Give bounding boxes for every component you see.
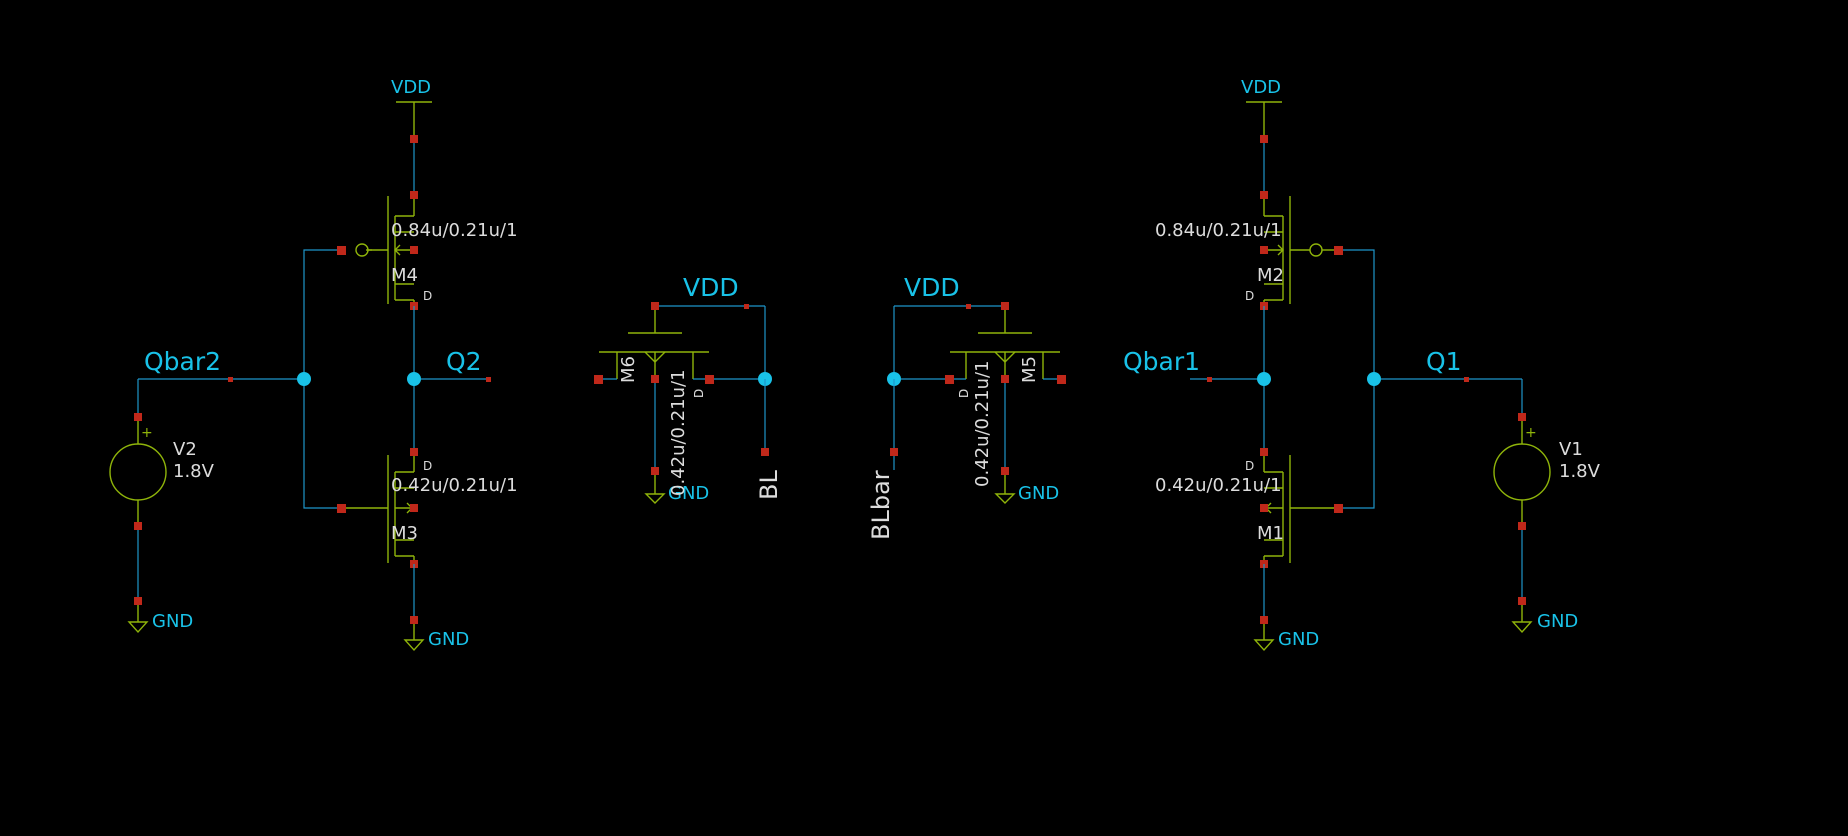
pin	[486, 377, 491, 382]
pin	[1464, 377, 1469, 382]
net-label-q1: Q1	[1426, 347, 1462, 376]
v2-name: V2	[173, 439, 197, 460]
junction	[297, 372, 311, 386]
vdd-label-m5: VDD	[904, 273, 960, 302]
inverter-left: VDD 0.84u/0.21u/1 M4 D	[138, 77, 518, 652]
junction	[407, 372, 421, 386]
m1-size: 0.42u/0.21u/1	[1155, 475, 1282, 496]
pin	[744, 304, 749, 309]
pin	[134, 597, 142, 605]
m4-name: M4	[391, 265, 418, 286]
pin	[410, 135, 418, 143]
pin	[651, 302, 659, 310]
pin	[705, 375, 714, 384]
gnd-label-m6: GND	[668, 483, 709, 504]
m6-drain-mark: D	[692, 389, 706, 398]
voltage-source-v2[interactable]: + V2 1.8V GND	[109, 379, 215, 634]
m1-drain-mark: D	[1245, 459, 1254, 473]
junction	[1367, 372, 1381, 386]
pin	[1260, 246, 1268, 254]
pin	[410, 616, 418, 624]
m3-size: 0.42u/0.21u/1	[391, 475, 518, 496]
gnd-label-v1: GND	[1537, 611, 1578, 632]
pin	[1334, 504, 1343, 513]
pin	[1057, 375, 1066, 384]
v2-value: 1.8V	[173, 461, 215, 482]
pin	[945, 375, 954, 384]
pmos-m2[interactable]: 0.84u/0.21u/1 M2 D	[1155, 191, 1343, 310]
pin	[410, 191, 418, 199]
net-label-qbar2: Qbar2	[144, 347, 221, 376]
gnd-label-m1: GND	[1278, 629, 1319, 650]
m5-name: M5	[1019, 356, 1040, 383]
vdd-label-m6: VDD	[683, 273, 739, 302]
vdd-symbol-left: VDD	[391, 77, 432, 139]
v2-plus-mark: +	[141, 425, 153, 441]
nmos-m3[interactable]: 0.42u/0.21u/1 M3 D	[337, 448, 518, 568]
net-label-blbar: BLbar	[867, 470, 895, 540]
net-label-bl: BL	[755, 470, 783, 500]
gnd-label-m3: GND	[428, 629, 469, 650]
m2-name: M2	[1257, 265, 1284, 286]
pin	[761, 448, 769, 456]
m6-size: 0.42u/0.21u/1	[668, 369, 689, 496]
access-transistor-m5[interactable]: VDD GND BLbar M5 0.42u/0.21u/1 D	[867, 273, 1066, 540]
voltage-source-v1[interactable]: + V1 1.8V GND	[1493, 379, 1601, 634]
v1-plus-mark: +	[1525, 425, 1537, 441]
m2-drain-mark: D	[1245, 289, 1254, 303]
pmos-m4[interactable]: 0.84u/0.21u/1 M4 D	[337, 191, 518, 310]
pin	[1260, 616, 1268, 624]
vdd-label-left: VDD	[391, 77, 431, 98]
pin	[337, 246, 346, 255]
vdd-symbol-right: VDD	[1241, 77, 1282, 139]
vdd-label-right: VDD	[1241, 77, 1281, 98]
pin	[337, 504, 346, 513]
m3-drain-mark: D	[423, 459, 432, 473]
pin	[1518, 597, 1526, 605]
m5-size: 0.42u/0.21u/1	[972, 360, 993, 487]
pin	[410, 504, 418, 512]
pin	[1260, 448, 1268, 456]
pin	[410, 448, 418, 456]
pin	[594, 375, 603, 384]
m4-size: 0.84u/0.21u/1	[391, 220, 518, 241]
pin	[1260, 135, 1268, 143]
pin	[1260, 504, 1268, 512]
m3-name: M3	[391, 523, 418, 544]
m6-name: M6	[618, 356, 639, 383]
m2-size: 0.84u/0.21u/1	[1155, 220, 1282, 241]
v1-value: 1.8V	[1559, 461, 1601, 482]
pin	[1207, 377, 1212, 382]
gnd-label-v2: GND	[152, 611, 193, 632]
pin	[1518, 522, 1526, 530]
access-transistor-m6[interactable]: VDD GND BL M6 0.42u/0.21u/1 D	[594, 273, 783, 504]
net-label-qbar1: Qbar1	[1123, 347, 1200, 376]
pin	[228, 377, 233, 382]
pin	[1260, 191, 1268, 199]
pin	[1334, 246, 1343, 255]
gnd-label-m5: GND	[1018, 483, 1059, 504]
pin	[134, 522, 142, 530]
gnd-symbol-m1: GND	[1253, 624, 1319, 652]
net-label-q2: Q2	[446, 347, 482, 376]
pin	[134, 413, 142, 421]
m5-drain-mark: D	[957, 389, 971, 398]
pin	[1001, 302, 1009, 310]
pin	[890, 448, 898, 456]
pin	[1001, 467, 1009, 475]
pin	[1518, 413, 1526, 421]
pin	[410, 246, 418, 254]
junction	[1257, 372, 1271, 386]
pin	[651, 375, 659, 383]
v1-name: V1	[1559, 439, 1583, 460]
pin	[1001, 375, 1009, 383]
pin	[966, 304, 971, 309]
nmos-m1[interactable]: 0.42u/0.21u/1 M1 D	[1155, 448, 1343, 568]
inverter-right: VDD 0.84u/0.21u/1 M2 D	[1123, 77, 1522, 652]
m1-name: M1	[1257, 523, 1284, 544]
pin	[651, 467, 659, 475]
gnd-symbol-m3: GND	[403, 624, 469, 652]
m4-drain-mark: D	[423, 289, 432, 303]
